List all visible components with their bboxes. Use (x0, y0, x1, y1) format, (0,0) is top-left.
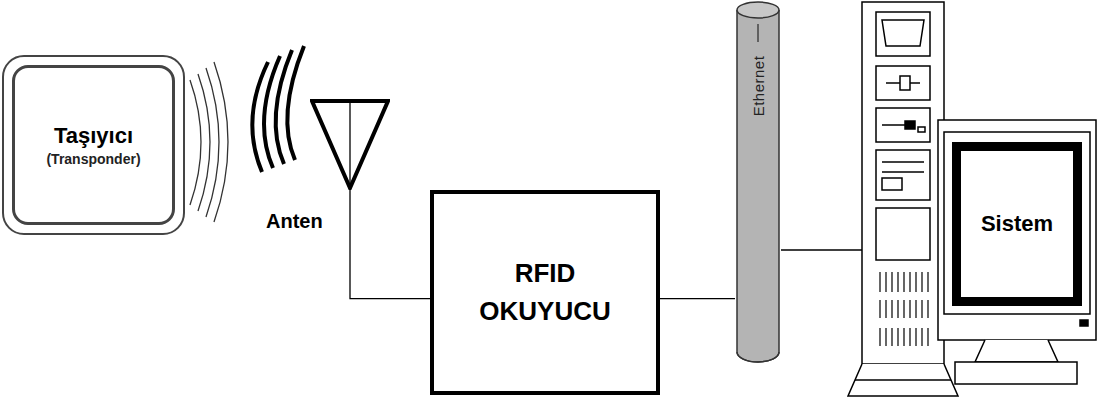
connector-line (350, 190, 430, 299)
transponder-box: Taşıyıcı(Transponder) (2, 55, 185, 235)
reader-box: RFID OKUYUCU (430, 190, 660, 395)
screen-label: Sistem (981, 211, 1053, 237)
ethernet-cable: Ethernet (735, 0, 781, 364)
node-title: Taşıyıcı (54, 122, 133, 150)
monitor (938, 120, 1096, 384)
screen-box: Sistem (952, 142, 1082, 306)
cable-cylinder (735, 0, 781, 364)
reader-label: RFID OKUYUCU (475, 255, 615, 330)
cable-wire (781, 249, 862, 250)
antenna-waves (252, 46, 304, 172)
antenna-label: Anten (266, 210, 323, 233)
antenna-symbol (310, 98, 390, 190)
transponder-waves (190, 62, 228, 222)
cable-label: Ethernet (750, 56, 767, 117)
antenna: Anten (310, 98, 390, 190)
connector-line (660, 298, 735, 299)
node-subtitle: (Transponder) (46, 150, 140, 168)
